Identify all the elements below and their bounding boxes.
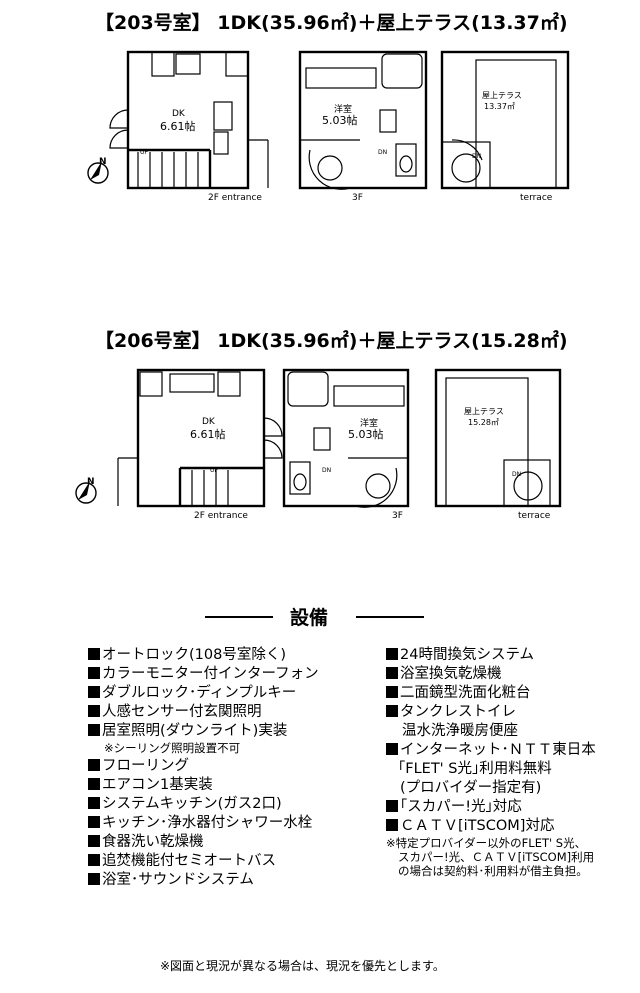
equipment-item: 浴室･サウンドシステム bbox=[88, 871, 254, 890]
dn-label-3f-203: DN bbox=[378, 149, 387, 156]
floor3-label-206: 3F bbox=[392, 511, 403, 521]
terrace-room-206: 屋上テラス bbox=[464, 407, 504, 416]
western-room-206: 洋室 bbox=[360, 417, 378, 429]
floor3-label-203: 3F bbox=[352, 193, 363, 203]
bullet-square-icon bbox=[88, 778, 100, 790]
dk-room-203: DK bbox=[172, 109, 186, 119]
dk-size-203: 6.61帖 bbox=[160, 120, 196, 133]
equipment-item: 追焚機能付セミオートバス bbox=[88, 852, 276, 871]
dk-room-206: DK bbox=[202, 417, 216, 427]
bullet-square-icon bbox=[88, 648, 100, 660]
bullet-square-icon bbox=[88, 667, 100, 679]
equipment-item: ＣＡＴＶ[iTSCOM]対応 bbox=[386, 817, 554, 836]
bullet-square-icon bbox=[88, 759, 100, 771]
equipment-heading: 設備 bbox=[290, 607, 329, 629]
equipment-item: 人感センサー付玄関照明 bbox=[88, 703, 262, 722]
equipment-item: タンクレストイレ bbox=[386, 703, 516, 722]
terrace-label-203: terrace bbox=[520, 193, 553, 203]
compass-icon-203: N bbox=[87, 157, 109, 184]
bullet-square-icon bbox=[88, 686, 100, 698]
terrace-room-203: 屋上テラス bbox=[482, 91, 522, 100]
bullet-square-icon bbox=[386, 743, 398, 755]
dn-label-terrace-206: DN bbox=[512, 471, 521, 478]
equipment-item: 居室照明(ダウンライト)実装 bbox=[88, 722, 287, 741]
up-label-206: UP bbox=[210, 467, 218, 474]
bullet-square-icon bbox=[386, 686, 398, 698]
footnote: ※図面と現況が異なる場合は、現況を優先とします。 bbox=[160, 959, 445, 973]
dk-size-206: 6.61帖 bbox=[190, 428, 226, 441]
bullet-square-icon bbox=[386, 648, 398, 660]
compass-n-203: N bbox=[99, 157, 107, 167]
bullet-square-icon bbox=[386, 800, 398, 812]
floor-plan-203: N DK 6.61帖 洋室 5.03帖 屋上テラス 13.37㎡ UP DN D… bbox=[87, 50, 570, 203]
bullet-square-icon bbox=[88, 797, 100, 809]
floor-plan-206: N DK 6.61帖 洋室 5.03帖 屋上テラス 15.28㎡ UP DN D… bbox=[75, 368, 562, 521]
equipment-item-sub: 温水洗浄暖房便座 bbox=[402, 723, 518, 739]
plan-3f-203 bbox=[298, 50, 428, 190]
equipment-item: 二面鏡型洗面化粧台 bbox=[386, 684, 531, 703]
up-label-203: UP bbox=[140, 149, 148, 156]
dn-label-3f-206: DN bbox=[322, 467, 331, 474]
equipment-note: ※特定プロバイダー以外のFLET' S光、 bbox=[386, 836, 587, 850]
compass-icon-206: N bbox=[75, 477, 97, 504]
bullet-square-icon bbox=[88, 724, 100, 736]
equipment-item: カラーモニター付インターフォン bbox=[88, 665, 319, 684]
bullet-square-icon bbox=[386, 705, 398, 717]
floor2-label-203: 2F entrance bbox=[208, 193, 262, 203]
plan-2f-203 bbox=[109, 50, 269, 190]
unit-206-title: 【206号室】 1DK(35.96㎡)＋屋上テラス(15.28㎡) bbox=[95, 330, 568, 352]
compass-n-206: N bbox=[87, 477, 95, 487]
plan-terrace-206 bbox=[434, 368, 562, 508]
plan-3f-206 bbox=[282, 368, 410, 508]
floor2-label-206: 2F entrance bbox=[194, 511, 248, 521]
equipment-item: エアコン1基実装 bbox=[88, 776, 213, 795]
equipment-item: ｢スカパー!光｣対応 bbox=[386, 798, 522, 817]
equipment-note: スカパー!光、ＣＡＴＶ[iTSCOM]利用 bbox=[398, 850, 595, 864]
unit-203-title: 【203号室】 1DK(35.96㎡)＋屋上テラス(13.37㎡) bbox=[95, 12, 568, 34]
equipment-item: 浴室換気乾燥機 bbox=[386, 665, 502, 684]
western-size-206: 5.03帖 bbox=[348, 428, 384, 441]
equipment-item: システムキッチン(ガス2口) bbox=[88, 795, 282, 814]
equipment-note: の場合は契約料･利用料が借主負担。 bbox=[398, 864, 588, 878]
terrace-size-206: 15.28㎡ bbox=[468, 418, 499, 427]
bullet-square-icon bbox=[88, 705, 100, 717]
western-room-203: 洋室 bbox=[334, 103, 352, 115]
equipment-note: ※シーリング照明設置不可 bbox=[104, 741, 241, 755]
equipment-item: オートロック(108号室除く) bbox=[88, 646, 286, 665]
bullet-square-icon bbox=[88, 873, 100, 885]
bullet-square-icon bbox=[88, 835, 100, 847]
equipment-item: ダブルロック･ディンプルキー bbox=[88, 684, 296, 703]
equipment-item-sub: (プロバイダー指定有) bbox=[400, 780, 542, 796]
bullet-square-icon bbox=[88, 854, 100, 866]
equipment-item: 24時間換気システム bbox=[386, 646, 534, 665]
heading-rule-right bbox=[356, 616, 424, 618]
bullet-square-icon bbox=[386, 667, 398, 679]
western-size-203: 5.03帖 bbox=[322, 114, 358, 127]
plan-2f-206 bbox=[117, 368, 283, 508]
terrace-label-206: terrace bbox=[518, 511, 551, 521]
equipment-item: キッチン･浄水器付シャワー水栓 bbox=[88, 814, 312, 833]
dn-label-terrace-203: DN bbox=[472, 153, 481, 160]
plan-terrace-203 bbox=[440, 50, 570, 190]
equipment-item: 食器洗い乾燥機 bbox=[88, 833, 204, 852]
heading-rule-left bbox=[205, 616, 273, 618]
bullet-square-icon bbox=[386, 819, 398, 831]
equipment-item: インターネット･ＮＴＴ東日本 bbox=[386, 741, 596, 760]
bullet-square-icon bbox=[88, 816, 100, 828]
terrace-size-203: 13.37㎡ bbox=[484, 102, 515, 111]
equipment-item: フローリング bbox=[88, 757, 189, 776]
equipment-item-sub: ｢FLET' S光｣利用料無料 bbox=[398, 761, 552, 777]
